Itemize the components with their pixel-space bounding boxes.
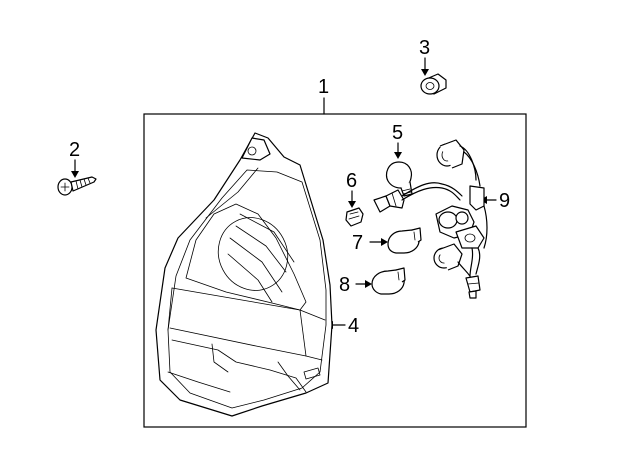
- small-bulb-icon: [345, 207, 364, 227]
- callout-2-arrow: [71, 171, 79, 178]
- bulb-icon: [385, 161, 413, 197]
- tail-lamp-icon: [155, 132, 333, 417]
- grommet-icon: [420, 73, 447, 95]
- callout-4-number: 4: [348, 315, 359, 337]
- part-9-wiring-harness[interactable]: 9: [433, 139, 510, 299]
- callout-2-number: 2: [69, 139, 80, 161]
- callout-1-number: 1: [318, 76, 329, 98]
- callout-3-arrow: [421, 69, 429, 76]
- bulb-icon-8: [371, 267, 406, 295]
- callout-3-number: 3: [419, 37, 430, 59]
- callout-6-number: 6: [346, 170, 357, 192]
- part-8-bulb[interactable]: 8: [339, 267, 406, 296]
- part-7-bulb[interactable]: 7: [352, 227, 422, 254]
- callout-9-number: 9: [499, 190, 510, 212]
- part-6-small-bulb[interactable]: 6: [345, 170, 364, 227]
- screw-icon: [57, 176, 97, 196]
- part-2-screw[interactable]: 2: [57, 139, 97, 196]
- part-4-lamp-housing[interactable]: 4: [155, 132, 359, 417]
- assembly-frame: [143, 113, 527, 428]
- callout-5-number: 5: [392, 122, 403, 144]
- callout-7-arrow: [381, 238, 388, 246]
- socket-wire: [373, 182, 463, 213]
- bulb-icon-7: [387, 227, 422, 254]
- callout-8-number: 8: [339, 274, 350, 296]
- callout-1[interactable]: 1: [318, 76, 329, 115]
- callout-8-arrow: [365, 280, 372, 288]
- callout-7-number: 7: [352, 232, 363, 254]
- part-5-bulb[interactable]: 5: [385, 122, 413, 197]
- callout-5-arrow: [394, 152, 402, 159]
- callout-6-arrow: [348, 201, 356, 208]
- harness-icon: [433, 139, 488, 299]
- part-3-grommet[interactable]: 3: [419, 37, 447, 95]
